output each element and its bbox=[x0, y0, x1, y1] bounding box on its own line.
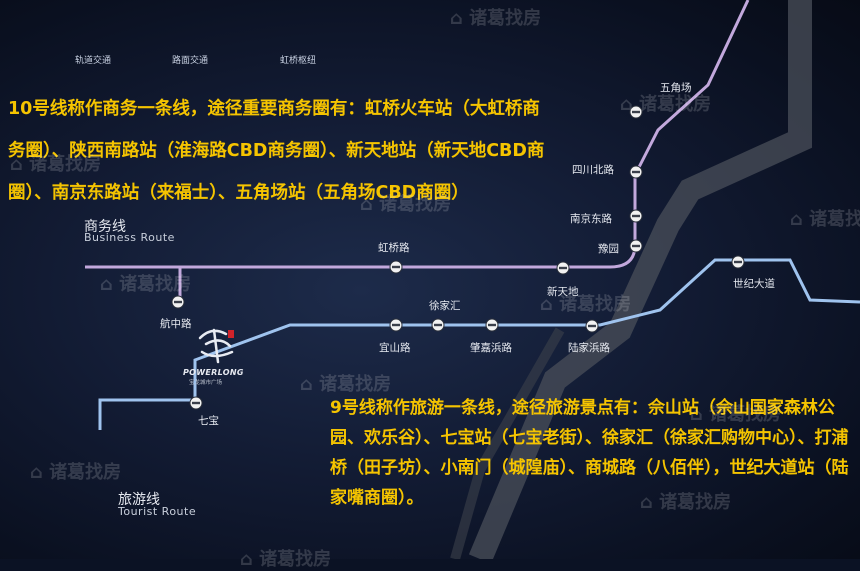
station-6-marker bbox=[171, 295, 185, 309]
station-12-marker bbox=[189, 396, 203, 410]
powerlong-logo-subtext: 宝龙城市广场 bbox=[189, 380, 223, 386]
station-8-marker bbox=[389, 318, 403, 332]
watermark-7: ⌂ 诸葛找房 bbox=[300, 374, 392, 395]
powerlong-logo bbox=[198, 328, 234, 364]
watermark-6: ⌂ 诸葛找房 bbox=[540, 294, 632, 315]
line9-description: 9号线称作旅游一条线，途径旅游景点有：佘山站（佘山国家森林公园、欢乐谷）、七宝站… bbox=[330, 398, 849, 508]
station-4-marker-bar bbox=[392, 265, 400, 269]
station-12-marker-bar bbox=[192, 401, 200, 405]
station-4-label: 虹桥路 bbox=[378, 242, 410, 254]
station-7-label: 徐家汇 bbox=[429, 300, 461, 312]
station-12-label: 七宝 bbox=[198, 415, 219, 427]
business-route-label-en: Business Route bbox=[84, 231, 175, 244]
grey-track-lower bbox=[450, 327, 565, 559]
station-11-marker-bar bbox=[734, 260, 742, 264]
station-0-label: 五角场 bbox=[660, 82, 692, 94]
business-branch-line bbox=[178, 265, 250, 300]
station-3-label: 豫园 bbox=[598, 243, 619, 255]
business-route-label: 商务线 bbox=[84, 219, 126, 235]
station-8-label: 宜山路 bbox=[379, 342, 411, 354]
station-6-marker-bar bbox=[174, 300, 182, 304]
tourist-route-line bbox=[98, 258, 860, 430]
station-2-marker-bar bbox=[632, 214, 640, 218]
station-10-label: 陆家浜路 bbox=[568, 342, 610, 354]
watermark-4: ⌂ 诸葛找房 bbox=[790, 209, 860, 230]
station-0-marker bbox=[629, 105, 643, 119]
powerlong-logo-mark bbox=[198, 328, 234, 364]
station-9-marker-bar bbox=[488, 323, 496, 327]
watermark-10: ⌂ 诸葛找房 bbox=[640, 492, 732, 513]
business-route-line bbox=[85, 0, 750, 269]
tourist-route-label: 旅游线 bbox=[118, 492, 160, 508]
station-5-marker bbox=[556, 261, 570, 275]
station-4-marker bbox=[389, 260, 403, 274]
station-marks bbox=[171, 105, 745, 410]
station-2-marker bbox=[629, 209, 643, 223]
station-10-marker-bar bbox=[588, 324, 596, 328]
line10-description: 10号线称作商务一条线，途径重要商务圈有：虹桥火车站（大虹桥商务圈）、陕西南路站… bbox=[8, 99, 545, 203]
station-2-label: 南京东路 bbox=[570, 213, 612, 225]
route-map bbox=[85, 0, 860, 559]
tourist-route-label-en: Tourist Route bbox=[118, 505, 197, 518]
station-5-marker-bar bbox=[559, 266, 567, 270]
watermark-5: ⌂ 诸葛找房 bbox=[100, 274, 192, 295]
watermark-9: ⌂ 诸葛找房 bbox=[30, 462, 122, 483]
station-3-marker bbox=[629, 239, 643, 253]
station-9-marker bbox=[485, 318, 499, 332]
watermark-0: ⌂ 诸葛找房 bbox=[450, 8, 542, 29]
watermark-11: ⌂ 诸葛找房 bbox=[240, 549, 332, 570]
station-8-marker-bar bbox=[392, 323, 400, 327]
station-11-marker bbox=[731, 255, 745, 269]
station-5-label: 新天地 bbox=[547, 286, 579, 298]
station-1-marker bbox=[629, 165, 643, 179]
watermark-2: ⌂ 诸葛找房 bbox=[10, 154, 102, 175]
powerlong-logo-text: POWERLONG bbox=[183, 368, 244, 377]
tab-road-transit[interactable]: 路面交通 bbox=[172, 56, 209, 66]
station-10-marker bbox=[585, 319, 599, 333]
tab-hongqiao-hub[interactable]: 虹桥枢纽 bbox=[280, 56, 317, 66]
grey-track-right bbox=[468, 0, 812, 559]
powerlong-logo-seal bbox=[228, 330, 234, 338]
station-1-marker-bar bbox=[632, 170, 640, 174]
station-0-marker-bar bbox=[632, 110, 640, 114]
station-1-label: 四川北路 bbox=[572, 164, 614, 176]
station-11-label: 世纪大道 bbox=[733, 278, 775, 290]
watermark-3: ⌂ 诸葛找房 bbox=[360, 194, 452, 215]
station-7-marker bbox=[431, 318, 445, 332]
station-3-marker-bar bbox=[632, 244, 640, 248]
tab-rail-transit[interactable]: 轨道交通 bbox=[75, 56, 112, 66]
station-9-label: 肇嘉浜路 bbox=[470, 342, 512, 354]
watermark-8: ⌂ 诸葛找房 bbox=[690, 404, 782, 425]
station-7-marker-bar bbox=[434, 323, 442, 327]
watermark-1: ⌂ 诸葛找房 bbox=[620, 94, 712, 115]
station-6-label: 航中路 bbox=[160, 318, 192, 330]
